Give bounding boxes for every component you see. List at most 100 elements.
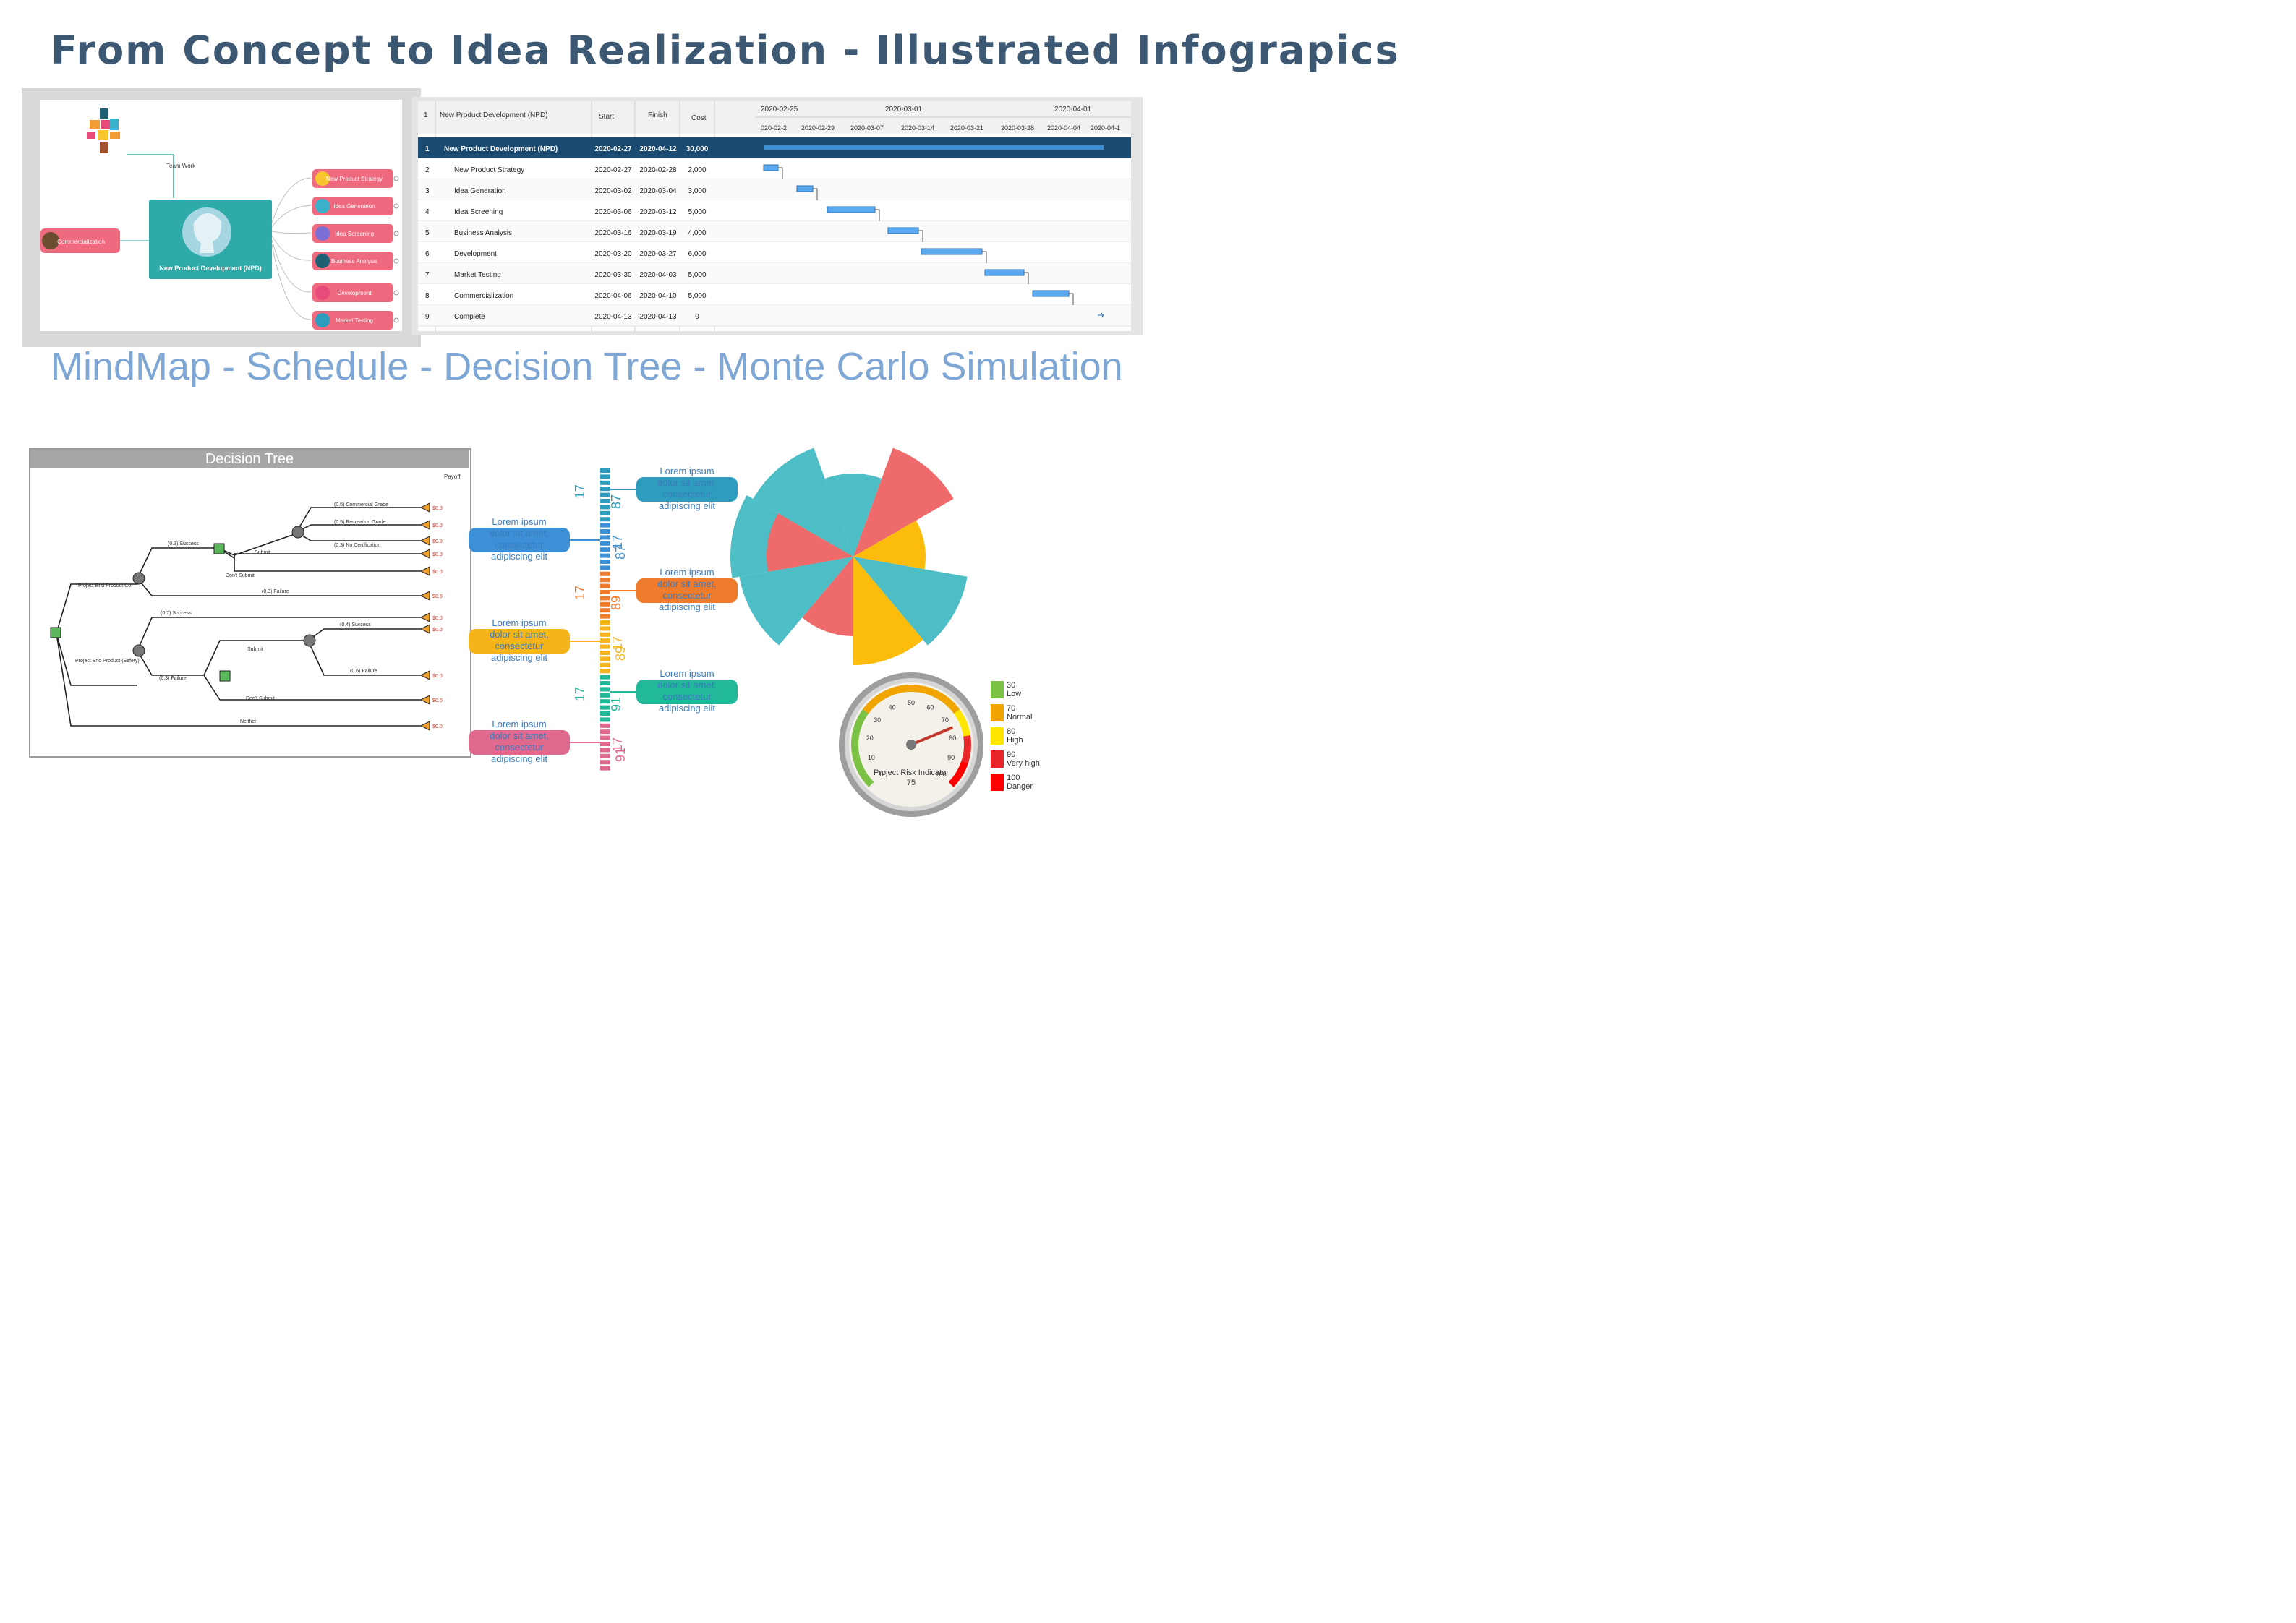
svg-text:2020-03-19: 2020-03-19 — [639, 229, 677, 237]
gantt-timeline-bottom: 2020-03-07 — [850, 124, 884, 132]
polar-segment — [753, 447, 853, 557]
vbar-segment — [600, 729, 610, 735]
gauge-tick: 50 — [908, 699, 915, 706]
decision-terminal — [419, 502, 430, 513]
vbar-segment — [600, 620, 610, 625]
decision-label: Project End Product Co. — [78, 583, 132, 588]
vbar-segment — [600, 474, 610, 479]
vbar-callout — [469, 730, 570, 755]
vbar-segment — [600, 766, 610, 771]
vbar-label-top: 17 — [573, 687, 587, 701]
gantt-bar — [984, 269, 1025, 276]
decision-label: Submit — [247, 647, 263, 652]
svg-text:$0.0: $0.0 — [432, 616, 443, 621]
vbar-label-right: 91 — [609, 697, 623, 711]
gantt-bar — [887, 227, 919, 234]
svg-text:2: 2 — [425, 166, 430, 174]
svg-text:4,000: 4,000 — [688, 229, 706, 237]
lorem-text: Lorem ipsum dolor sit amet, consectetur … — [657, 567, 717, 612]
gauge-tick: 90 — [947, 754, 955, 761]
svg-text:$0.0: $0.0 — [432, 724, 443, 729]
page-title: From Concept to Idea Realization - Illus… — [51, 27, 1400, 73]
svg-text:4: 4 — [425, 208, 430, 216]
vbar-segment — [600, 656, 610, 661]
svg-text:2020-03-04: 2020-03-04 — [639, 187, 677, 195]
gauge-tick: 20 — [866, 735, 874, 742]
gantt-timeline-top: 2020-02-25 — [761, 106, 798, 114]
polar-segment — [802, 557, 853, 636]
decision-label: Don't Submit — [226, 573, 255, 578]
gauge-tick: 30 — [874, 716, 881, 724]
gantt-row — [418, 221, 1131, 242]
mindmap-branch-0 — [312, 169, 393, 188]
svg-text:2020-03-12: 2020-03-12 — [639, 208, 677, 216]
vbar-segment — [600, 492, 610, 497]
svg-text:$0.0: $0.0 — [432, 552, 443, 557]
svg-text:2,000: 2,000 — [688, 166, 706, 174]
gantt-timeline-bottom: 020-02-2 — [761, 124, 787, 132]
gantt-row — [418, 179, 1131, 200]
polar-segment — [739, 557, 853, 646]
lorem-text: Lorem ipsum dolor sit amet, consectetur … — [490, 516, 549, 562]
vbar-segment — [600, 662, 610, 667]
gantt-bar — [796, 185, 814, 192]
gauge-band — [862, 685, 960, 714]
gantt-bar — [827, 206, 876, 213]
polar-segment — [853, 557, 923, 665]
gantt-timeline-bottom: 2020-04-04 — [1047, 124, 1080, 132]
mindmap-branch-1 — [312, 197, 393, 215]
mindmap-branch-label: Idea Generation — [333, 203, 375, 210]
payoff-label: Payoff — [444, 474, 461, 480]
decision-terminal — [419, 695, 430, 705]
vbar-label-top: 17 — [573, 484, 587, 499]
svg-text:$0.0: $0.0 — [432, 570, 443, 575]
svg-text:5,000: 5,000 — [688, 292, 706, 300]
mindmap-branch-label: Development — [337, 290, 372, 296]
svg-text:2020-03-02: 2020-03-02 — [594, 187, 632, 195]
gauge-tick: 0 — [879, 771, 883, 778]
mindmap-branch-3 — [312, 252, 393, 270]
decision-label: (0.3) Failure — [262, 589, 289, 594]
svg-text:$0.0: $0.0 — [432, 698, 443, 703]
vbar-segment — [600, 638, 610, 643]
vbar-segment — [600, 480, 610, 485]
vbar-callout — [469, 629, 570, 654]
decision-terminal — [419, 721, 430, 731]
vbar-label-right: 87 — [609, 494, 623, 509]
mindmap-branch-label: Business Analysis — [331, 258, 377, 265]
vbar-segment — [600, 753, 610, 758]
vbar-segment — [600, 687, 610, 692]
vbar-label-right: 87 — [613, 545, 628, 560]
mindmap-branch-5 — [312, 311, 393, 330]
decision-label: Don't Submit — [246, 696, 275, 701]
vbar-segment — [600, 596, 610, 601]
vbar-callout — [636, 477, 738, 502]
polar-segment — [853, 521, 926, 570]
lorem-text: Lorem ipsum dolor sit amet, consectetur … — [657, 668, 717, 714]
gantt-bar — [921, 248, 983, 255]
gantt-row — [418, 305, 1131, 326]
decision-label: Neither — [240, 719, 257, 724]
vbar-segment — [600, 523, 610, 528]
svg-text:$0.0: $0.0 — [432, 628, 443, 633]
vbar-segment — [600, 468, 610, 473]
gantt-header-start: Start — [599, 113, 614, 121]
gauge-band — [961, 735, 971, 763]
polar-segment — [767, 513, 853, 572]
svg-text:5,000: 5,000 — [688, 208, 706, 216]
svg-text:2020-02-27: 2020-02-27 — [594, 166, 632, 174]
gantt-row — [418, 200, 1131, 221]
svg-text:$0.0: $0.0 — [432, 539, 443, 544]
svg-text:2020-04-06: 2020-04-06 — [594, 292, 632, 300]
svg-text:2020-04-03: 2020-04-03 — [639, 271, 677, 279]
gantt-bar — [763, 164, 779, 171]
vbar-callout — [469, 528, 570, 552]
gantt-timeline-bottom: 2020-02-29 — [801, 124, 835, 132]
vbar-segment — [600, 723, 610, 728]
vbar-segment — [600, 705, 610, 710]
vbar-segment — [600, 717, 610, 722]
decision-terminal — [419, 624, 430, 634]
